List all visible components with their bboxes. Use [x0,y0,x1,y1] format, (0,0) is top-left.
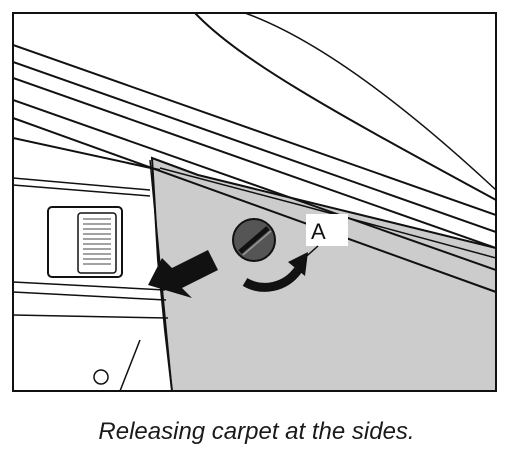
roof-curve-outer [244,13,496,191]
figure-caption: Releasing carpet at the sides. [98,418,415,445]
body-pillar-lines [13,44,496,293]
callout-a: A [299,214,348,263]
technical-illustration: A [12,12,497,392]
rotation-arrow [242,252,308,292]
side-trim [13,159,173,391]
fastener-knob [232,218,276,262]
panel-inner-edge [159,167,496,259]
callout-a-label: A [311,219,326,244]
drain-hole [93,369,109,385]
roof-curve [194,13,496,201]
figure-frame [12,12,497,392]
vent-grille [47,206,123,278]
release-arrow [148,250,218,298]
